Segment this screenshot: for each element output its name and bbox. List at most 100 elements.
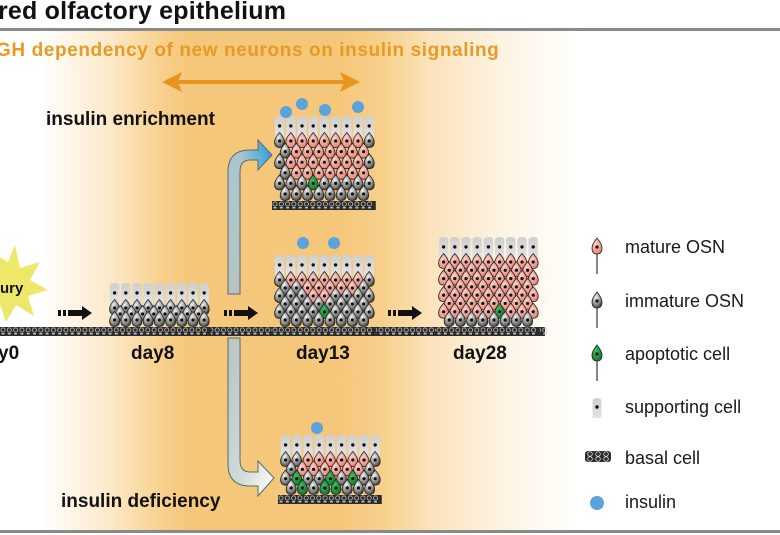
immature-osn-cell <box>274 131 286 148</box>
mature-osn-cell <box>505 252 517 269</box>
mature-osn-cell <box>460 286 472 303</box>
immature-osn-cell <box>313 469 325 486</box>
mature-osn-cell <box>527 302 539 319</box>
immature-osn-cell <box>302 184 314 201</box>
legend-label-basal-cell: basal cell <box>625 448 701 468</box>
immature-osn-cell <box>302 469 314 486</box>
mature-osn-cell <box>466 261 478 278</box>
condition-insulin-enrichment: insulin enrichment <box>46 109 215 130</box>
mature-osn-cell <box>336 450 348 467</box>
mature-osn-cell <box>522 261 534 278</box>
immature-osn-cell <box>477 310 489 327</box>
mature-osn-cell <box>499 261 511 278</box>
mature-osn-cell <box>341 131 353 148</box>
mature-osn-cell <box>438 302 450 319</box>
immature-osn-cell <box>358 184 370 201</box>
mature-osn-cell <box>477 277 489 294</box>
immature-osn-cell <box>363 302 375 319</box>
legend-label-mature-osn: mature OSN <box>625 237 726 257</box>
legend-label-immature-osn: immature OSN <box>625 291 745 311</box>
immature-osn-cell <box>307 302 319 319</box>
immature-osn-cell <box>336 469 348 486</box>
mature-osn-cell <box>510 277 522 294</box>
immature-osn-cell <box>335 310 347 327</box>
supporting-cell <box>199 283 209 305</box>
mature-osn-cell <box>324 163 336 180</box>
mature-osn-cell <box>516 286 528 303</box>
supporting-cell <box>308 116 318 138</box>
immature-osn-cell <box>274 302 286 319</box>
immature-osn-cell <box>274 270 286 287</box>
immature-osn-cell <box>364 478 376 495</box>
immature-osn-cell <box>369 450 381 467</box>
immature-osn-cell <box>363 131 375 148</box>
mature-osn-cell <box>302 142 314 159</box>
immature-osn-cell <box>279 310 291 327</box>
mature-osn-cell <box>358 163 370 180</box>
immature-osn-cell <box>324 310 336 327</box>
insulin-molecule <box>280 106 292 118</box>
immature-osn-cell <box>290 294 302 311</box>
apoptotic-osn-cell <box>291 469 303 486</box>
timepoint-day13: day13 <box>296 343 350 364</box>
insulin-molecule <box>296 98 308 110</box>
mature-osn-cell <box>308 460 320 477</box>
immature-osn-cell <box>302 310 314 327</box>
mature-osn-cell <box>330 131 342 148</box>
insulin-molecule <box>328 237 340 249</box>
supporting-cell <box>592 398 602 418</box>
mature-osn-cell <box>318 286 330 303</box>
immature-osn-cell <box>363 270 375 287</box>
mature-osn-cell <box>449 302 461 319</box>
immature-osn-cell <box>198 310 210 327</box>
mature-osn-cell <box>346 142 358 159</box>
tissue-insulin-deficiency <box>278 435 382 504</box>
mature-osn-cell <box>346 278 358 295</box>
immature-osn-cell <box>466 310 478 327</box>
immature-osn-cell <box>290 184 302 201</box>
mature-osn-cell <box>352 270 364 287</box>
apoptotic-osn-cell <box>319 478 331 495</box>
supporting-cell <box>528 237 538 259</box>
apoptotic-osn-cell <box>296 478 308 495</box>
mature-osn-cell <box>307 286 319 303</box>
immature-osn-cell <box>443 310 455 327</box>
supporting-cell <box>319 255 330 277</box>
immature-osn-cell <box>187 310 199 327</box>
mature-osn-cell <box>285 270 297 287</box>
mature-osn-cell <box>482 302 494 319</box>
mature-osn-cell <box>454 294 466 311</box>
tissue-day28 <box>436 237 540 336</box>
immature-osn-cell <box>296 286 308 303</box>
mature-osn-cell <box>505 302 517 319</box>
immature-osn-cell <box>335 184 347 201</box>
mature-osn-cell <box>330 270 342 287</box>
immature-osn-cell <box>330 286 342 303</box>
mature-osn-cell <box>335 163 347 180</box>
mature-osn-cell <box>454 277 466 294</box>
enrichment-branch-arrow <box>227 138 273 295</box>
mature-osn-cell <box>296 270 308 287</box>
immature-osn-cell <box>352 302 364 319</box>
mature-osn-cell <box>516 269 528 286</box>
mature-osn-cell <box>352 460 364 477</box>
supporting-cell <box>292 435 302 457</box>
mature-osn-cell <box>285 153 297 170</box>
mature-osn-cell <box>352 153 364 170</box>
supporting-cell <box>286 116 296 138</box>
mature-osn-cell <box>302 278 314 295</box>
top-divider <box>0 28 780 31</box>
immature-osn-cell <box>274 153 286 170</box>
mature-osn-cell <box>499 277 511 294</box>
supporting-cell <box>353 255 363 277</box>
tissue-insulin-enrichment <box>272 116 376 210</box>
mature-osn-cell <box>460 302 472 319</box>
immature-osn-cell <box>363 286 375 303</box>
legend-supporting-cell-icon <box>592 398 602 418</box>
mature-osn-cell <box>471 269 483 286</box>
mature-osn-cell <box>591 237 603 274</box>
immature-osn-cell <box>330 174 342 191</box>
mature-osn-cell <box>438 252 450 269</box>
supporting-cell <box>483 237 494 259</box>
supporting-cell <box>450 237 460 259</box>
